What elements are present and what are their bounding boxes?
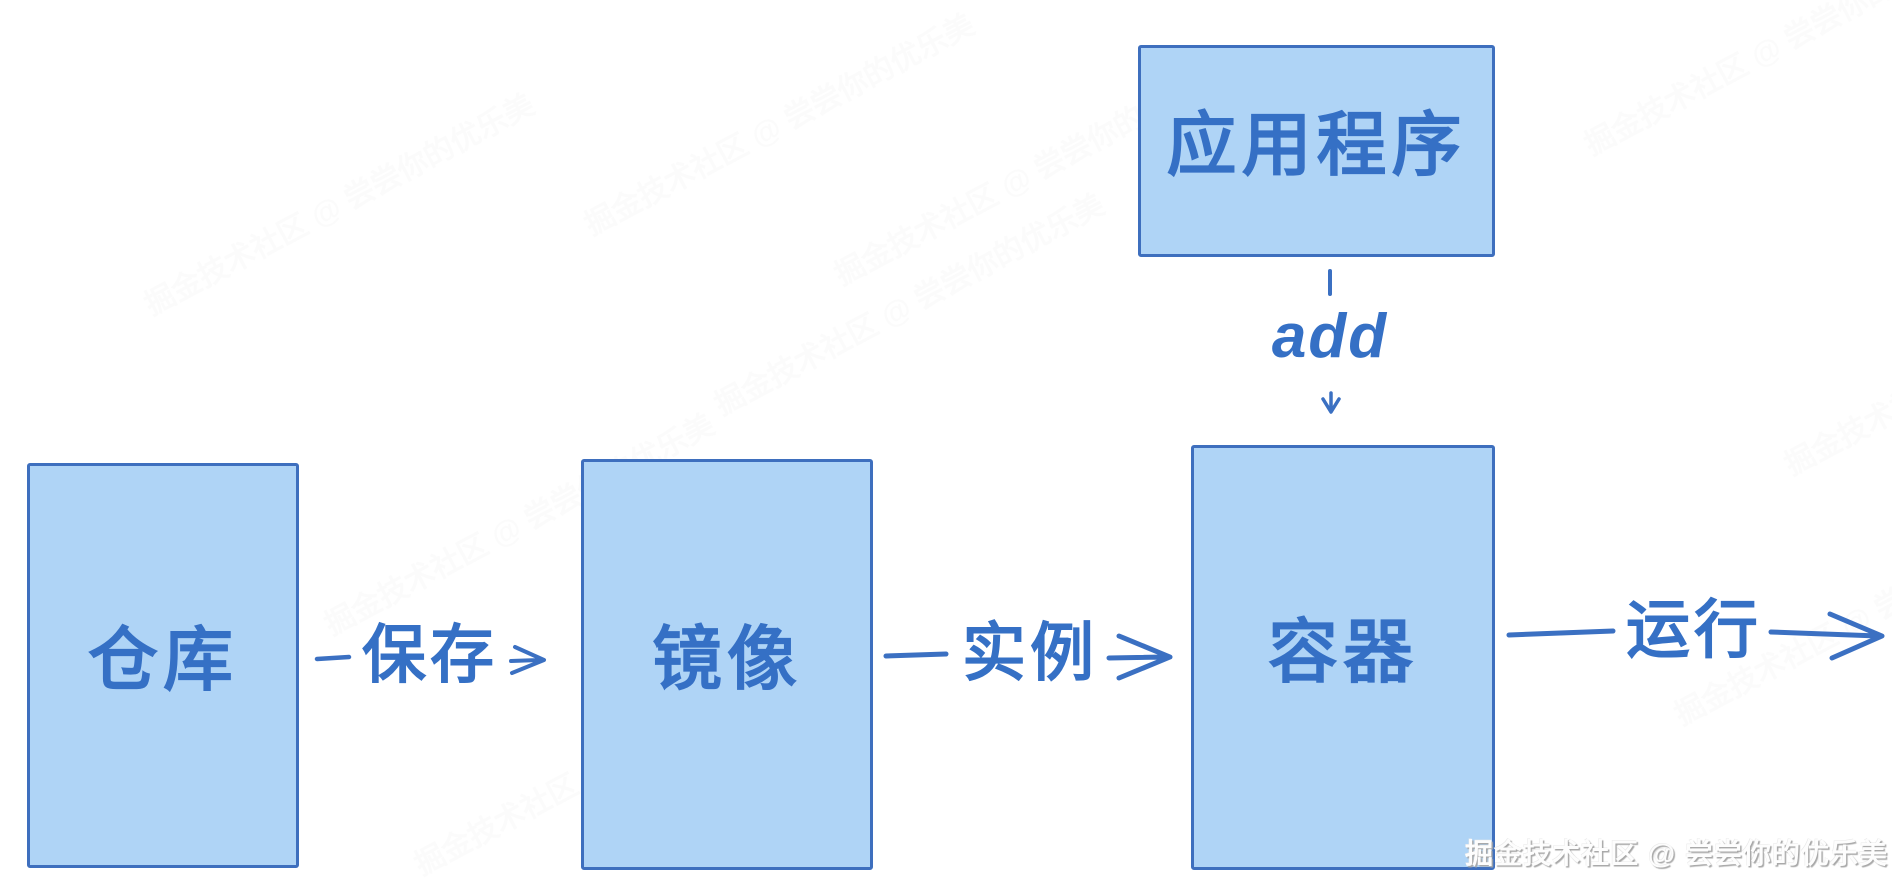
add-arrowhead-down-icon bbox=[1321, 391, 1341, 414]
credit-watermark: 掘金技术社区 @ 尝尝你的优乐美 bbox=[1465, 838, 1888, 869]
node-image: 镜像 bbox=[581, 459, 873, 870]
instance-arrow-dash bbox=[883, 651, 949, 659]
edge-label-save: 保存 bbox=[362, 619, 498, 691]
run-arrow-line-left bbox=[1506, 628, 1616, 638]
node-container-label: 容器 bbox=[1268, 612, 1418, 691]
node-warehouse-label: 仓库 bbox=[88, 620, 238, 699]
node-warehouse: 仓库 bbox=[27, 463, 299, 868]
save-arrowhead-right-icon bbox=[509, 645, 546, 675]
ghost-watermark: 掘金技术社区 @ 尝尝你的优乐美 bbox=[1575, 0, 1892, 164]
node-application: 应用程序 bbox=[1138, 45, 1495, 257]
node-application-label: 应用程序 bbox=[1166, 106, 1467, 184]
save-arrow-dash bbox=[314, 654, 352, 662]
instance-arrowhead-right-icon bbox=[1106, 633, 1173, 681]
ghost-watermark: 掘金技术社区 @ 尝尝你的优乐美 bbox=[705, 180, 1111, 424]
node-container: 容器 bbox=[1191, 445, 1495, 870]
edge-label-instance: 实例 bbox=[962, 617, 1098, 689]
ghost-watermark: 掘金技术社区 @ 尝尝你的优乐美 bbox=[1775, 240, 1892, 484]
ghost-watermark: 掘金技术社区 @ 尝尝你的优乐美 bbox=[135, 80, 541, 324]
edge-label-run: 运行 bbox=[1626, 594, 1762, 666]
edge-label-add: add bbox=[1271, 302, 1389, 371]
run-arrowhead-right-icon bbox=[1768, 611, 1885, 661]
node-image-label: 镜像 bbox=[652, 619, 802, 698]
ghost-watermark: 掘金技术社区 @ 尝尝你的优乐美 bbox=[575, 0, 981, 244]
